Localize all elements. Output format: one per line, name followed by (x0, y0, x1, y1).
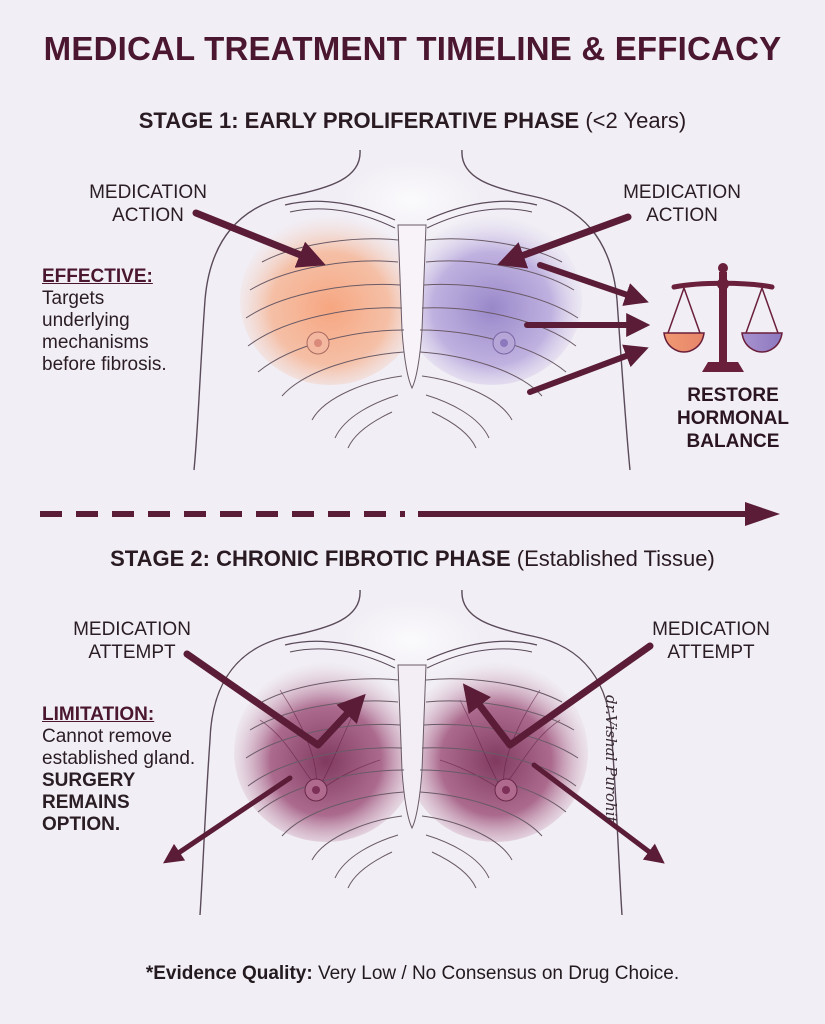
stage2-right-attempt-arrow (462, 642, 654, 749)
stage2-limitation-text: Cannot remove established gland. (42, 726, 196, 769)
stage2-torso (199, 589, 623, 916)
stage2-heading: STAGE 2: CHRONIC FIBROTIC PHASE (Establi… (0, 546, 825, 572)
stage2-heading-sub: (Established Tissue) (516, 546, 715, 571)
stage2-limitation-heading: LIMITATION: (42, 704, 155, 725)
stage1-arrows (192, 209, 651, 395)
stage2-label-left: MEDICATION ATTEMPT (73, 619, 191, 663)
stage2-limitation-bold: SURGERY REMAINS OPTION. (42, 770, 135, 835)
stage2-left-deflect-arrow (163, 775, 293, 864)
stage2-heading-bold: STAGE 2: CHRONIC FIBROTIC PHASE (110, 546, 511, 571)
stage2-right-deflect-arrow (531, 762, 665, 864)
timeline-arrow (40, 502, 780, 526)
evidence-footnote: *Evidence Quality: Very Low / No Consens… (0, 963, 825, 985)
stage1-torso (193, 149, 631, 471)
author-signature: dr.Vishal Purohit (602, 695, 620, 823)
stage1-effect-heading: EFFECTIVE: (42, 266, 153, 287)
stage2-left-attempt-arrow (183, 650, 366, 749)
stage1-heading: STAGE 1: EARLY PROLIFERATIVE PHASE (<2 Y… (0, 108, 825, 134)
stage1-label-right: MEDICATION ACTION (623, 182, 741, 226)
stage2-arrows (163, 642, 665, 864)
stage1-balance-arrow-bottom (527, 344, 649, 395)
balance-scale-icon (663, 263, 783, 372)
stage1-label-left: MEDICATION ACTION (89, 182, 207, 226)
stage2-label-right: MEDICATION ATTEMPT (652, 619, 770, 663)
stage1-heading-sub: (<2 Years) (585, 108, 687, 133)
stage1-left-action-arrow (192, 209, 326, 268)
stage1-effect-text: Targets underlying mechanisms before fib… (42, 288, 167, 375)
stage1-effect-box: EFFECTIVE: Targets underlying mechanisms… (42, 266, 182, 376)
stage1-right-action-arrow (497, 213, 632, 269)
stage1-heading-bold: STAGE 1: EARLY PROLIFERATIVE PHASE (138, 108, 580, 133)
footnote-bold: *Evidence Quality: (145, 963, 313, 984)
stage1-outcome-label: RESTORE HORMONAL BALANCE (677, 385, 789, 452)
footnote-text: Very Low / No Consensus on Drug Choice. (317, 963, 680, 984)
page-title: MEDICAL TREATMENT TIMELINE & EFFICACY (43, 30, 782, 67)
stage1-balance-arrow-top (537, 262, 649, 306)
stage2-limitation-box: LIMITATION: Cannot remove established gl… (42, 704, 204, 836)
